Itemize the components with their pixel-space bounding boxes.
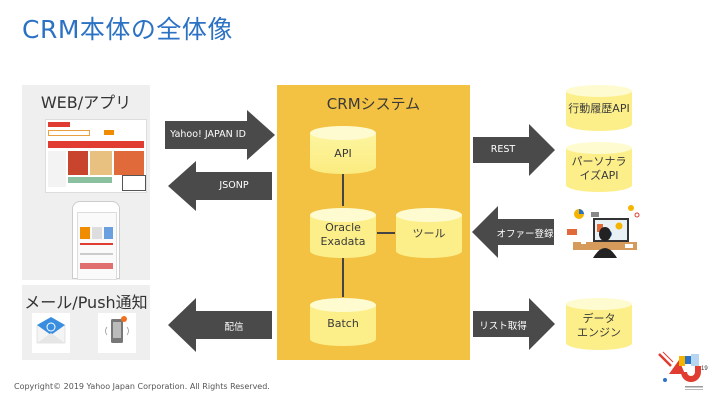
personalize-api-node: パーソナラ イズAPI (565, 141, 633, 193)
arrow-jsonp-label: JSONP (219, 180, 249, 191)
crm-system-title: CRMシステム (326, 95, 421, 113)
mail-push-panel: メール/Push通知 (22, 285, 150, 360)
smartphone-app-screenshot (72, 201, 120, 280)
personalize-api-label-line1: パーソナラ (571, 155, 627, 168)
mail-envelope-icon (32, 313, 70, 353)
api-node: API (309, 125, 377, 175)
copyright-footer: Copyright© 2019 Yahoo Japan Corporation.… (14, 382, 270, 391)
personalize-api-label-line2: イズAPI (579, 169, 619, 182)
web-app-panel: WEB/アプリ (22, 85, 150, 280)
crm-system-panel: CRMシステム API Oracle Exadata ツール Batch (277, 85, 470, 360)
history-api-node: 行動履歴API (565, 84, 633, 132)
arrow-list: リスト取得 (473, 298, 555, 350)
history-api-label: 行動履歴API (568, 102, 630, 115)
oracle-label-line1: Oracle (325, 221, 361, 234)
connector-oracle-batch (342, 257, 344, 297)
arrow-jsonp: JSONP (168, 161, 272, 211)
tool-label: ツール (412, 227, 446, 240)
mail-push-title: メール/Push通知 (24, 293, 148, 312)
connector-api-oracle (342, 170, 344, 206)
arrow-yahoo-id-label: Yahoo! JAPAN ID (170, 129, 246, 140)
data-engine-label-line1: データ (582, 312, 616, 325)
arrow-rest-label: REST (490, 144, 516, 155)
svg-text:19: 19 (701, 366, 708, 372)
batch-node: Batch (309, 297, 377, 347)
data-engine-node: データ エンジン (565, 297, 633, 351)
arrow-yahoo-id: Yahoo! JAPAN ID (165, 110, 275, 160)
api-label: API (334, 147, 352, 160)
arrow-delivery: 配信 (168, 298, 272, 352)
data-engine-label-line2: エンジン (577, 326, 621, 339)
batch-label: Batch (327, 317, 359, 330)
yahoo-japan-tech-conference-2019-logo: 19 (655, 350, 713, 395)
arrow-list-label: リスト取得 (479, 321, 527, 332)
arrow-offer: オファー登録 (472, 206, 554, 258)
oracle-label-line2: Exadata (320, 235, 366, 248)
arrow-rest: REST (473, 124, 555, 176)
tool-node: ツール (395, 207, 463, 259)
web-app-title: WEB/アプリ (40, 93, 132, 112)
operator-at-computer-illustration (565, 200, 640, 260)
oracle-exadata-node: Oracle Exadata (309, 207, 377, 259)
push-notification-phone-icon (98, 313, 136, 353)
connector-oracle-tool (377, 232, 395, 234)
arrow-delivery-label: 配信 (224, 322, 244, 333)
yahoo-top-page-screenshot (45, 119, 147, 193)
page-title: CRM本体の全体像 (22, 15, 233, 44)
arrow-offer-label: オファー登録 (496, 229, 554, 240)
